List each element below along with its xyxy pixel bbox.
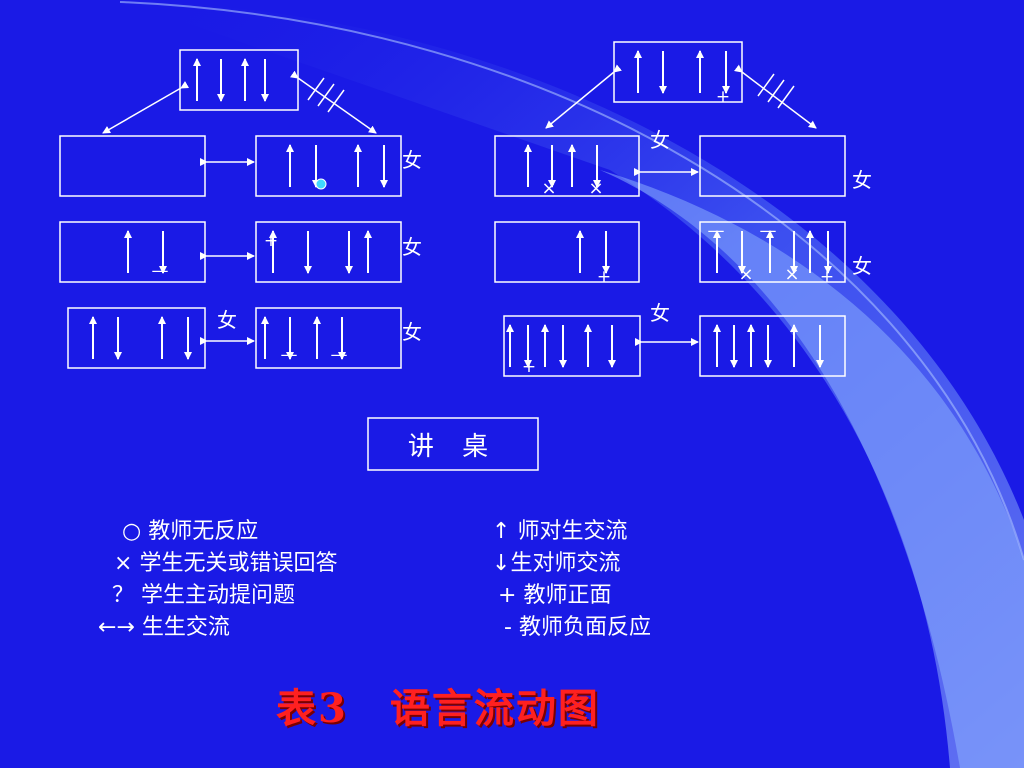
- desk-l3-b: [255, 307, 402, 369]
- cross-icon: ×: [114, 550, 133, 576]
- double-arrow-icon: ←→: [98, 614, 135, 640]
- connector-topleft-to-l1a: [102, 81, 190, 134]
- cross-mark-10: ×: [738, 264, 753, 285]
- up-arrow-icon: ↑: [492, 519, 511, 544]
- gender-label-5: 女: [852, 168, 872, 192]
- hatch-mark-5: [777, 85, 795, 109]
- plus-mark-2: +: [264, 231, 278, 251]
- student-arrows: [89, 50, 832, 368]
- desk-boxes: [59, 41, 846, 377]
- minus-mark-8: —: [708, 221, 725, 241]
- hatch-mark-3: [757, 73, 775, 97]
- hatch-mark-0: [307, 77, 325, 101]
- connector-arrows: [102, 64, 817, 346]
- legend-right: ↑ 师对生交流 ↓生对师交流 + 教师正面 - 教师负面反应: [492, 516, 651, 644]
- legend-item-teacher-to-student: ↑ 师对生交流: [492, 519, 628, 544]
- plus-icon: +: [498, 582, 517, 608]
- podium-box: [367, 417, 539, 471]
- hatch-mark-2: [327, 89, 345, 113]
- question-icon: ？: [112, 582, 135, 608]
- desk-l2-b: [255, 221, 402, 283]
- hatch-mark-4: [767, 79, 785, 103]
- legend-item-student-student: ←→ 生生交流: [98, 614, 230, 640]
- minus-mark-1: —: [152, 261, 169, 281]
- background-swoosh: [119, 0, 1024, 768]
- cross-mark-5: ×: [541, 178, 556, 199]
- gender-label-0: 女: [402, 148, 422, 172]
- circle-icon: ○: [122, 519, 142, 544]
- desk-l1-a: [59, 135, 206, 197]
- annotation-marks: + — + — — × × + — — × × + +: [152, 87, 835, 377]
- desk-r2-b: [699, 221, 846, 283]
- legend-item-student-question: ？ 学生主动提问题: [112, 582, 296, 608]
- desk-l2-a: [59, 221, 206, 283]
- legend-item-no-reaction: ○ 教师无反应: [122, 519, 259, 544]
- plus-mark-7: +: [597, 267, 611, 287]
- connector-topright-to-r1a: [545, 64, 622, 129]
- no-reaction-dot: [315, 178, 327, 190]
- desk-r1-b: [699, 135, 846, 197]
- legend-item-wrong-answer: × 学生无关或错误回答: [114, 550, 338, 576]
- cross-mark-11: ×: [784, 264, 799, 285]
- legend-item-teacher-negative: - 教师负面反应: [504, 614, 651, 640]
- desk-r3-b: [699, 315, 846, 377]
- desk-l3-a: [67, 307, 206, 369]
- gender-label-2: 女: [402, 320, 422, 344]
- gender-label-6: 女: [852, 254, 872, 278]
- legend-item-student-to-teacher: ↓生对师交流: [492, 550, 621, 576]
- figure-caption: 表3 语言流动图: [276, 685, 600, 732]
- gender-label-3: 女: [217, 308, 237, 332]
- down-arrow-icon: ↓: [492, 550, 511, 576]
- desk-r3-a: [503, 315, 641, 377]
- podium-label: 讲 桌: [407, 431, 499, 462]
- hatch-marks: [307, 73, 795, 113]
- minus-mark-9: —: [760, 221, 777, 241]
- plus-mark-13: +: [522, 357, 536, 377]
- minus-mark-3: —: [281, 345, 298, 365]
- gender-label-1: 女: [402, 235, 422, 259]
- connector-topleft-to-l1b: [289, 70, 377, 134]
- plus-mark-0: +: [716, 87, 730, 107]
- minus-icon: -: [504, 614, 512, 640]
- desk-r1-a: [494, 135, 640, 197]
- gender-label-7: 女: [650, 301, 670, 325]
- cross-mark-6: ×: [588, 178, 603, 199]
- legend-left: ○ 教师无反应 × 学生无关或错误回答 ？ 学生主动提问题 ←→ 生生交流: [98, 516, 337, 644]
- plus-mark-12: +: [820, 267, 834, 287]
- hatch-mark-1: [317, 83, 335, 107]
- desk-l1-b: [255, 135, 402, 197]
- connector-topright-to-r1b: [734, 64, 817, 129]
- gender-label-4: 女: [650, 128, 670, 152]
- minus-mark-4: —: [331, 345, 348, 365]
- legend-item-teacher-positive: + 教师正面: [498, 582, 612, 608]
- desk-r2-a: [494, 221, 640, 283]
